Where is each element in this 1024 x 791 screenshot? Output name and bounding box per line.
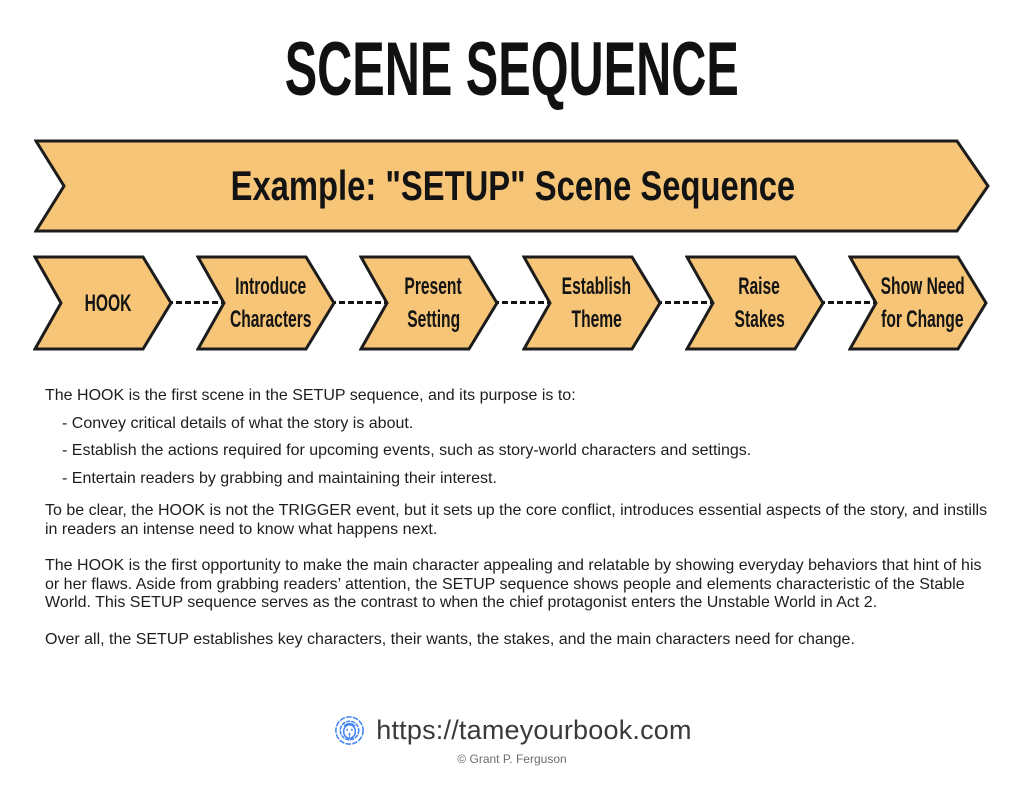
step-chevron-present-setting: Present Setting [359,255,500,351]
step-label: Characters [229,306,312,333]
connector-dash [656,301,716,304]
paragraph-trigger: To be clear, the HOOK is not the TRIGGER… [45,502,988,538]
step-label: for Change [881,306,964,333]
step-chevron-show-need-for-change: Show Need for Change [848,255,989,351]
footer: https://tameyourbook.com [0,712,1024,749]
footer-url[interactable]: https://tameyourbook.com [376,715,692,745]
step-label: Show Need [880,273,965,300]
step-chevron-introduce-characters: Introduce Characters [196,255,337,351]
step-label: Stakes [734,306,785,333]
step-label: Introduce [234,273,307,300]
chevron-arrow-shape [522,255,662,351]
chevron-arrow-shape [33,255,173,351]
banner-ribbon-shape [34,139,990,233]
body-text: The HOOK is the first scene in the SETUP… [45,387,990,649]
connector-dash [167,301,227,304]
step-label: Setting [407,306,460,333]
chevron-arrow-shape [196,255,336,351]
footer-copyright: © Grant P. Ferguson [457,752,567,766]
chevron-arrow-shape [359,255,499,351]
connector-dash [493,301,553,304]
connector-dash [819,301,879,304]
step-label: Theme [571,306,622,333]
step-chevron-hook: HOOK [33,255,174,351]
page-title: SCENE SEQUENCE [0,28,1024,112]
page-title-text: SCENE SEQUENCE [284,27,740,112]
banner-label: Example: "SETUP" Scene Sequence [230,162,795,209]
step-chevron-establish-theme: Establish Theme [522,255,663,351]
step-label: Present [404,273,463,300]
paragraph-opportunity: The HOOK is the first opportunity to mak… [45,557,982,611]
paragraph-hook-purpose: The HOOK is the first scene in the SETUP… [45,387,576,404]
bullet-convey: - Convey critical details of what the st… [62,414,414,432]
chevron-arrow-shape [685,255,825,351]
bullet-establish: - Establish the actions required for upc… [62,442,752,459]
example-banner: Example: "SETUP" Scene Sequence [34,139,991,233]
lion-logo-icon [335,716,365,745]
chevron-arrow-shape [848,255,988,351]
connector-dash [330,301,390,304]
step-chevron-raise-stakes: Raise Stakes [685,255,826,351]
bullet-entertain: - Entertain readers by grabbing and main… [62,469,497,487]
step-label: Raise [738,273,781,300]
step-label: Establish [561,273,632,300]
paragraph-overall: Over all, the SETUP establishes key char… [45,630,855,648]
step-label: HOOK [84,289,131,317]
